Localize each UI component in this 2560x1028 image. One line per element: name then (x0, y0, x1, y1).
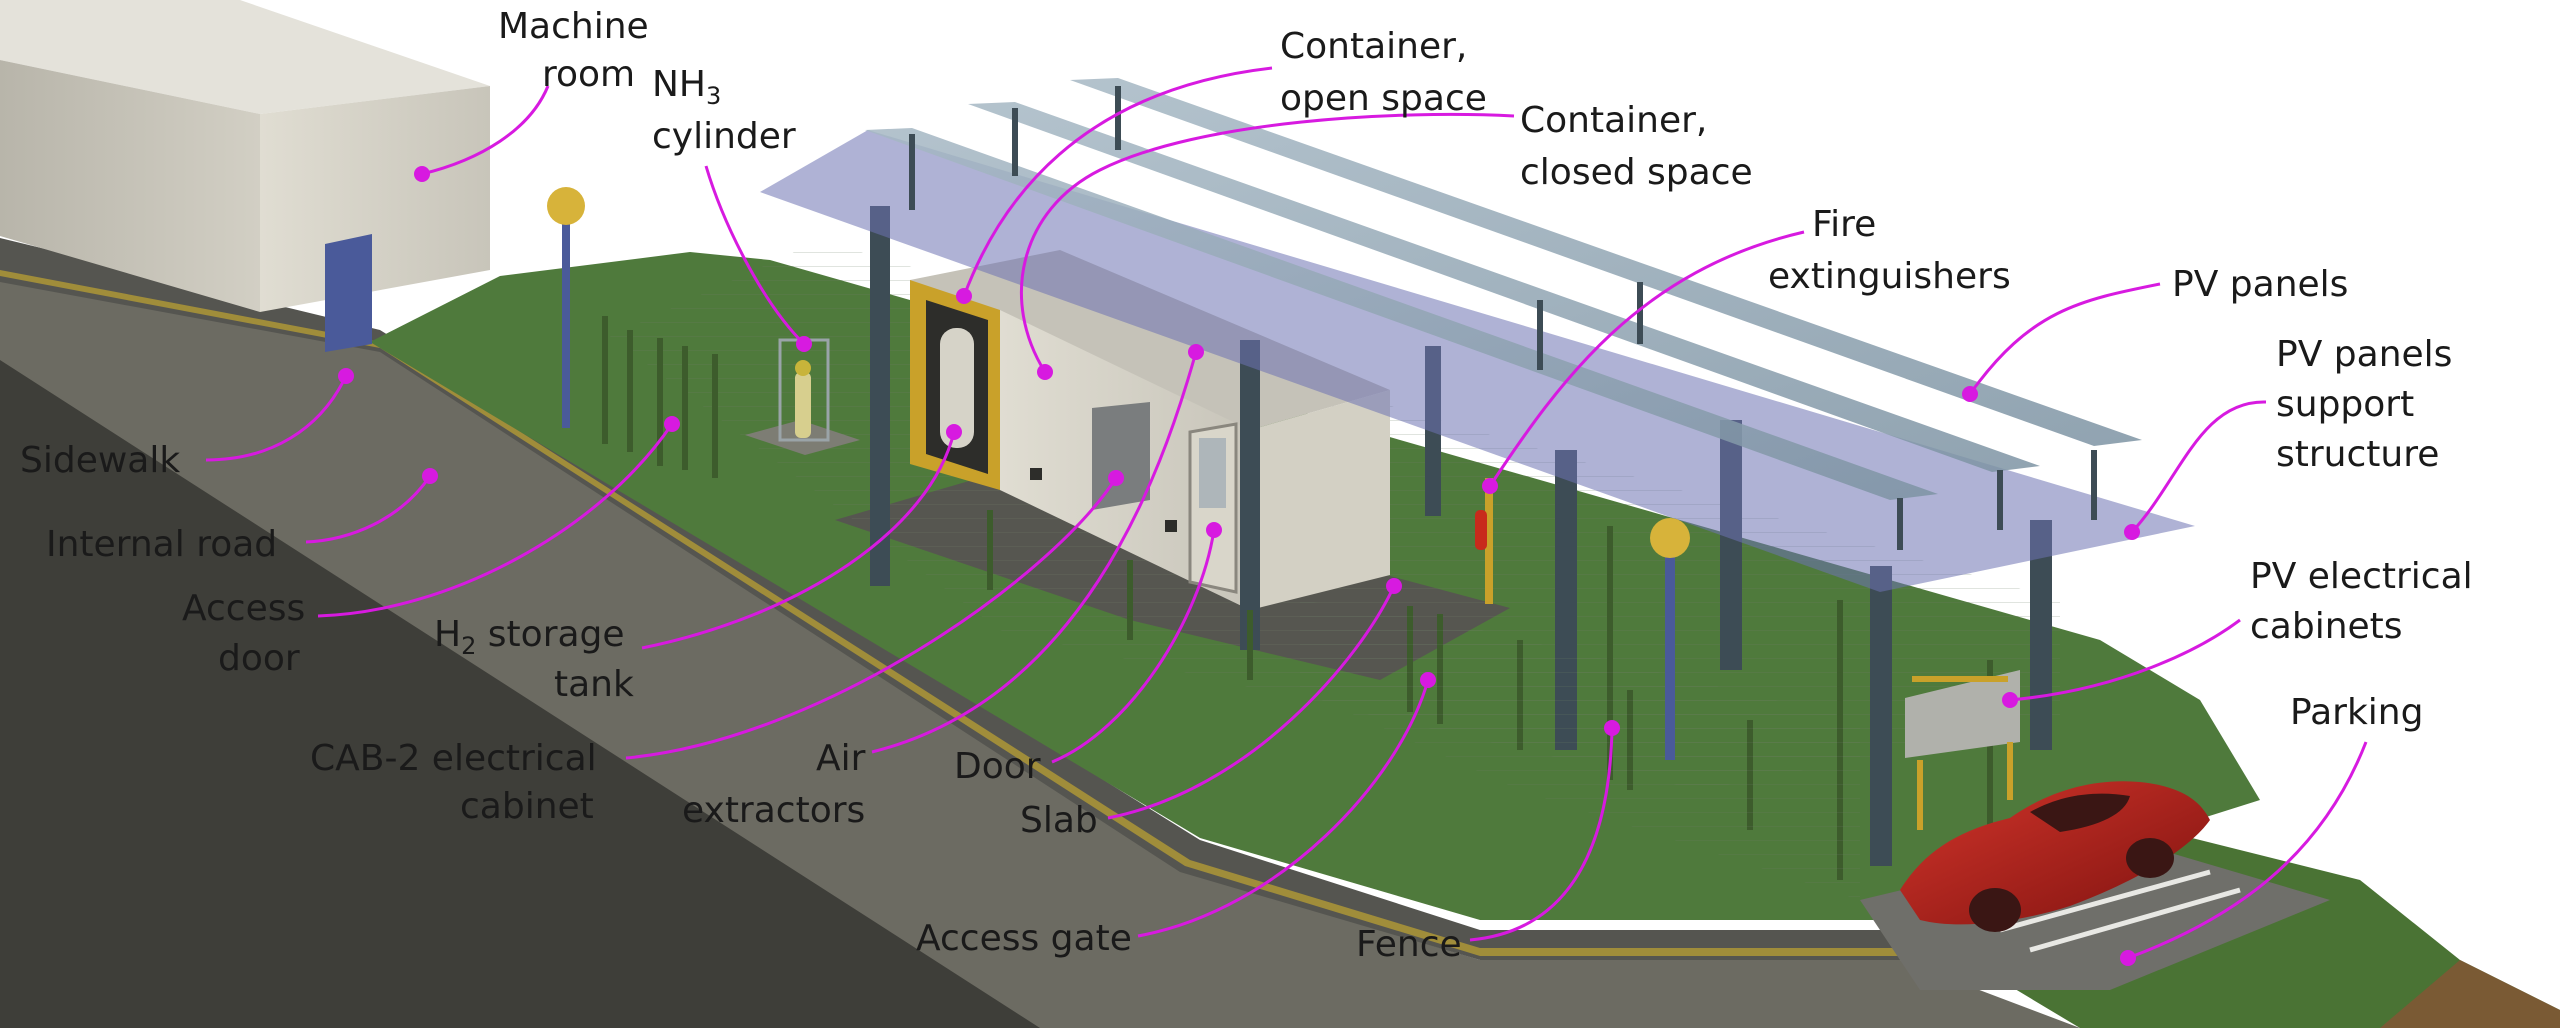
leader-pv-cabinets (2009, 618, 2241, 702)
leader-access-gate (1137, 679, 1430, 938)
label-sidewalk: Sidewalk (20, 440, 180, 481)
label-fire-extinguishers: Fire extinguishers (1768, 204, 2011, 297)
leader-internal-road (305, 475, 432, 544)
label-pv-panels: PV panels (2172, 264, 2348, 305)
leader-fire-extinguishers (1488, 230, 1805, 487)
label-machine-room: Machine room (498, 6, 660, 95)
leader-container-open (962, 66, 1273, 297)
machine-room-side (0, 60, 260, 312)
machine-room-front (260, 86, 490, 312)
label-door: Door (954, 746, 1041, 787)
parking-line-2 (2029, 887, 2241, 953)
pv-electrical-cabinets (1905, 670, 2020, 830)
leader-h2-tank (641, 431, 956, 650)
dirt-bank (2380, 960, 2560, 1028)
leader-door (1051, 529, 1216, 764)
label-air-extractors: Air extractors (682, 738, 877, 831)
pv-panel-1 (865, 128, 1938, 500)
leader-sidewalk (205, 375, 348, 462)
label-container-open: Container, open space (1280, 26, 1487, 119)
label-nh3-cylinder: NH3 cylinder (652, 64, 796, 157)
leader-pv-panels (1968, 282, 2161, 395)
leader-access-door (317, 423, 674, 618)
pv-panel-2 (968, 102, 2040, 472)
leader-machine-room (421, 85, 550, 176)
leader-nh3-cylinder (704, 165, 806, 346)
parking-line-1 (1999, 869, 2211, 933)
label-parking: Parking (2290, 692, 2423, 733)
cab2-electrical-cabinet (1092, 402, 1150, 510)
container-side (1250, 390, 1390, 610)
label-access-gate: Access gate (916, 918, 1132, 959)
label-slab: Slab (1020, 800, 1098, 841)
nh3-cylinder-rack (745, 338, 860, 455)
internal-road (0, 278, 2080, 1028)
callout-leaders (205, 66, 2368, 966)
label-fence: Fence (1356, 924, 1462, 965)
fire-extinguisher-post (1475, 478, 1493, 604)
label-cab2-cabinet: CAB-2 electrical cabinet (310, 738, 608, 827)
leader-pv-support (2130, 400, 2267, 534)
container-unit (910, 250, 1390, 610)
machine-room-roof (0, 0, 490, 114)
lamp-post-left (547, 187, 585, 428)
container-top (910, 250, 1390, 430)
label-pv-cabinets: PV electrical cabinets (2250, 556, 2484, 647)
pv-panel-3 (1070, 78, 2142, 446)
pv-panels (865, 78, 2142, 550)
leader-fence (1469, 727, 1614, 942)
label-h2-storage: H2 storage tank (434, 614, 636, 705)
machine-room-building (0, 0, 490, 352)
label-access-door: Access door (182, 588, 317, 679)
leader-slab (1107, 585, 1396, 820)
machine-room-access-door (325, 234, 372, 352)
label-pv-support: PV panels support structure (2276, 334, 2464, 475)
label-internal-road: Internal road (46, 524, 277, 565)
label-container-closed: Container, closed space (1520, 100, 1753, 193)
fence-mesh-front (1300, 600, 1860, 900)
leader-parking (2127, 741, 2368, 960)
lamp-post-right (1650, 518, 1690, 760)
leader-container-closed (1019, 112, 1515, 373)
callout-labels: Machine room NH3 cylinder Container, ope… (20, 6, 2484, 965)
leader-air-extractors (871, 351, 1198, 754)
leader-cab2 (625, 477, 1118, 760)
parked-car (1900, 781, 2210, 932)
h2-tank (940, 328, 974, 448)
